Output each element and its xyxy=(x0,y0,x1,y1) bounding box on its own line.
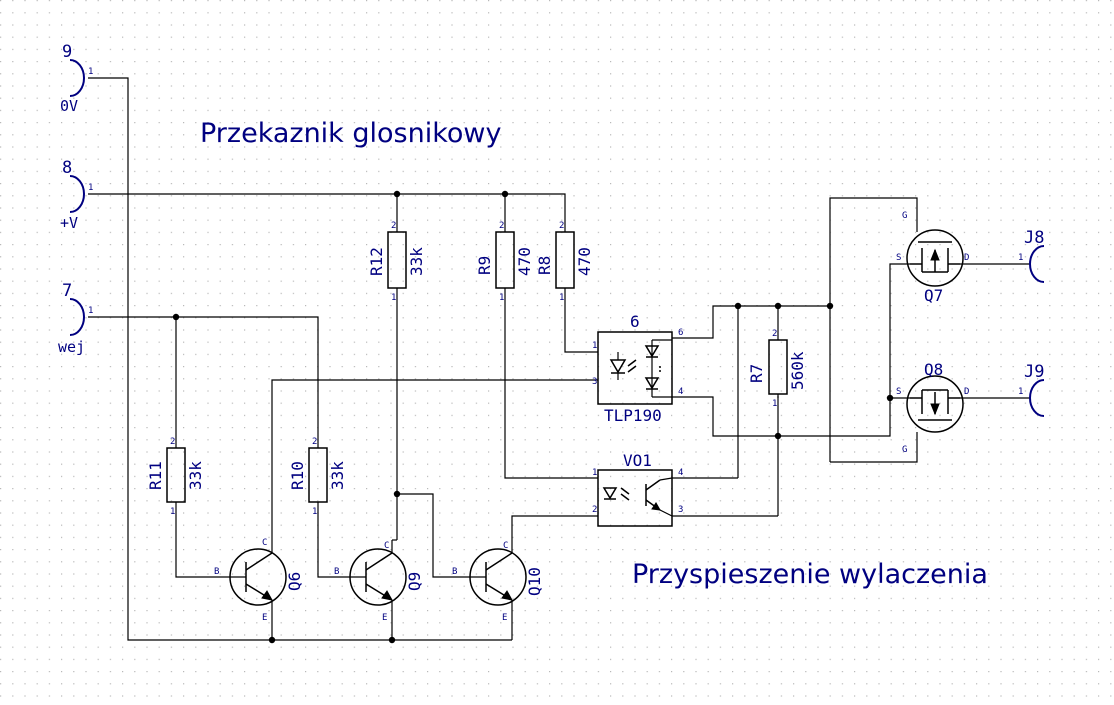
svg-text:E: E xyxy=(502,613,507,623)
connector-8-pin: 1 xyxy=(88,183,93,193)
svg-text:B: B xyxy=(214,567,219,577)
resistor-R9-ref: R9 xyxy=(475,256,494,275)
connector-7: 7 wej 1 xyxy=(58,281,93,356)
resistor-R9: 2 1 R9 470 xyxy=(475,221,534,303)
connector-7-pin: 1 xyxy=(88,306,93,316)
optocoupler-6-ref: 6 xyxy=(630,312,640,331)
resistor-R12: 2 1 R12 33k xyxy=(367,221,426,303)
svg-text:E: E xyxy=(262,613,267,623)
transistor-Q9-ref: Q9 xyxy=(405,572,424,591)
transistor-Q9: B C E Q9 xyxy=(334,539,424,623)
svg-text:1: 1 xyxy=(592,468,597,478)
mosfet-Q7-ref: Q7 xyxy=(924,286,943,305)
svg-text:1: 1 xyxy=(559,293,564,303)
resistor-R7-value: 560k xyxy=(788,351,807,390)
svg-text:1: 1 xyxy=(499,293,504,303)
resistor-R12-value: 33k xyxy=(407,247,426,276)
resistor-R10-ref: R10 xyxy=(288,461,307,490)
transistor-Q6: B C E Q6 xyxy=(214,538,304,623)
resistor-R11-value: 33k xyxy=(186,461,205,490)
mosfet-Q8-ref: Q8 xyxy=(924,360,943,379)
connector-J9: J9 1 xyxy=(1018,362,1044,417)
mosfet-Q8: G S D Q8 xyxy=(896,360,969,455)
connector-7-ref: 7 xyxy=(62,281,72,301)
connector-9: 9 0V 1 xyxy=(60,42,93,115)
svg-text:2: 2 xyxy=(772,329,777,339)
title-relay: Przekaznik glosnikowy xyxy=(200,118,502,149)
resistor-R9-value: 470 xyxy=(515,247,534,276)
svg-text:C: C xyxy=(262,538,267,548)
resistor-R11: 2 1 R11 33k xyxy=(146,437,205,517)
connector-8-label: +V xyxy=(60,214,78,232)
svg-text:S: S xyxy=(896,387,901,397)
svg-text:E: E xyxy=(382,613,387,623)
svg-text:2: 2 xyxy=(312,437,317,447)
svg-text:2: 2 xyxy=(499,221,504,231)
svg-text:1: 1 xyxy=(312,507,317,517)
svg-text:6: 6 xyxy=(678,328,683,338)
svg-text:2: 2 xyxy=(391,221,396,231)
transistor-Q10-ref: Q10 xyxy=(525,567,544,596)
svg-text:2: 2 xyxy=(559,221,564,231)
resistor-R10: 2 1 R10 33k xyxy=(288,437,347,517)
transistor-Q10: B C E Q10 xyxy=(452,540,544,623)
resistor-R8: 2 1 R8 470 xyxy=(535,210,594,303)
connector-J8: J8 1 xyxy=(1018,228,1044,283)
optocoupler-TLP190-part: TLP190 xyxy=(604,406,662,425)
connector-9-label: 0V xyxy=(60,97,78,115)
svg-text:4: 4 xyxy=(678,468,683,478)
svg-text:2: 2 xyxy=(592,505,597,515)
resistor-R8-ref: R8 xyxy=(535,256,554,275)
svg-text:B: B xyxy=(452,567,457,577)
connector-J9-ref: J9 xyxy=(1024,362,1044,382)
optocoupler-VO1-ref: VO1 xyxy=(623,451,652,470)
connector-J8-pin: 1 xyxy=(1018,253,1023,263)
connector-J9-pin: 1 xyxy=(1018,387,1023,397)
transistor-Q6-ref: Q6 xyxy=(285,572,304,591)
title-speedup: Przyspieszenie wylaczenia xyxy=(632,559,988,590)
mosfet-Q7: G S D Q7 xyxy=(896,211,969,305)
resistor-R8-value: 470 xyxy=(575,247,594,276)
connector-8-ref: 8 xyxy=(62,158,72,178)
svg-text:C: C xyxy=(384,541,389,551)
optocoupler-VO1: VO1 1 2 4 3 xyxy=(592,451,683,527)
connector-J8-ref: J8 xyxy=(1024,228,1044,248)
junctions xyxy=(172,190,894,644)
svg-text:S: S xyxy=(896,253,901,263)
svg-text:1: 1 xyxy=(592,341,597,351)
resistor-R12-ref: R12 xyxy=(367,247,386,276)
connector-9-pin: 1 xyxy=(88,67,93,77)
svg-text:G: G xyxy=(902,211,907,221)
svg-text:G: G xyxy=(902,445,907,455)
svg-text:1: 1 xyxy=(391,293,396,303)
svg-text:B: B xyxy=(334,567,339,577)
svg-text:1: 1 xyxy=(170,507,175,517)
svg-text:2: 2 xyxy=(170,437,175,447)
svg-text:3: 3 xyxy=(678,505,683,515)
resistor-R7: 2 1 R7 560k xyxy=(747,326,807,409)
svg-text:D: D xyxy=(964,253,969,263)
connector-7-label: wej xyxy=(58,338,85,356)
svg-text:4: 4 xyxy=(678,387,683,397)
svg-text:1: 1 xyxy=(772,399,777,409)
svg-text:C: C xyxy=(503,541,508,551)
resistor-R10-value: 33k xyxy=(328,461,347,490)
optocoupler-TLP190: 6 TLP190 1 3 6 4 xyxy=(592,312,683,425)
svg-text:3: 3 xyxy=(592,377,597,387)
svg-text:D: D xyxy=(964,387,969,397)
wires xyxy=(88,77,1030,641)
resistor-R7-ref: R7 xyxy=(747,364,766,383)
connector-8: 8 +V 1 xyxy=(60,158,93,232)
resistor-R11-ref: R11 xyxy=(146,461,165,490)
connector-9-ref: 9 xyxy=(62,42,72,62)
